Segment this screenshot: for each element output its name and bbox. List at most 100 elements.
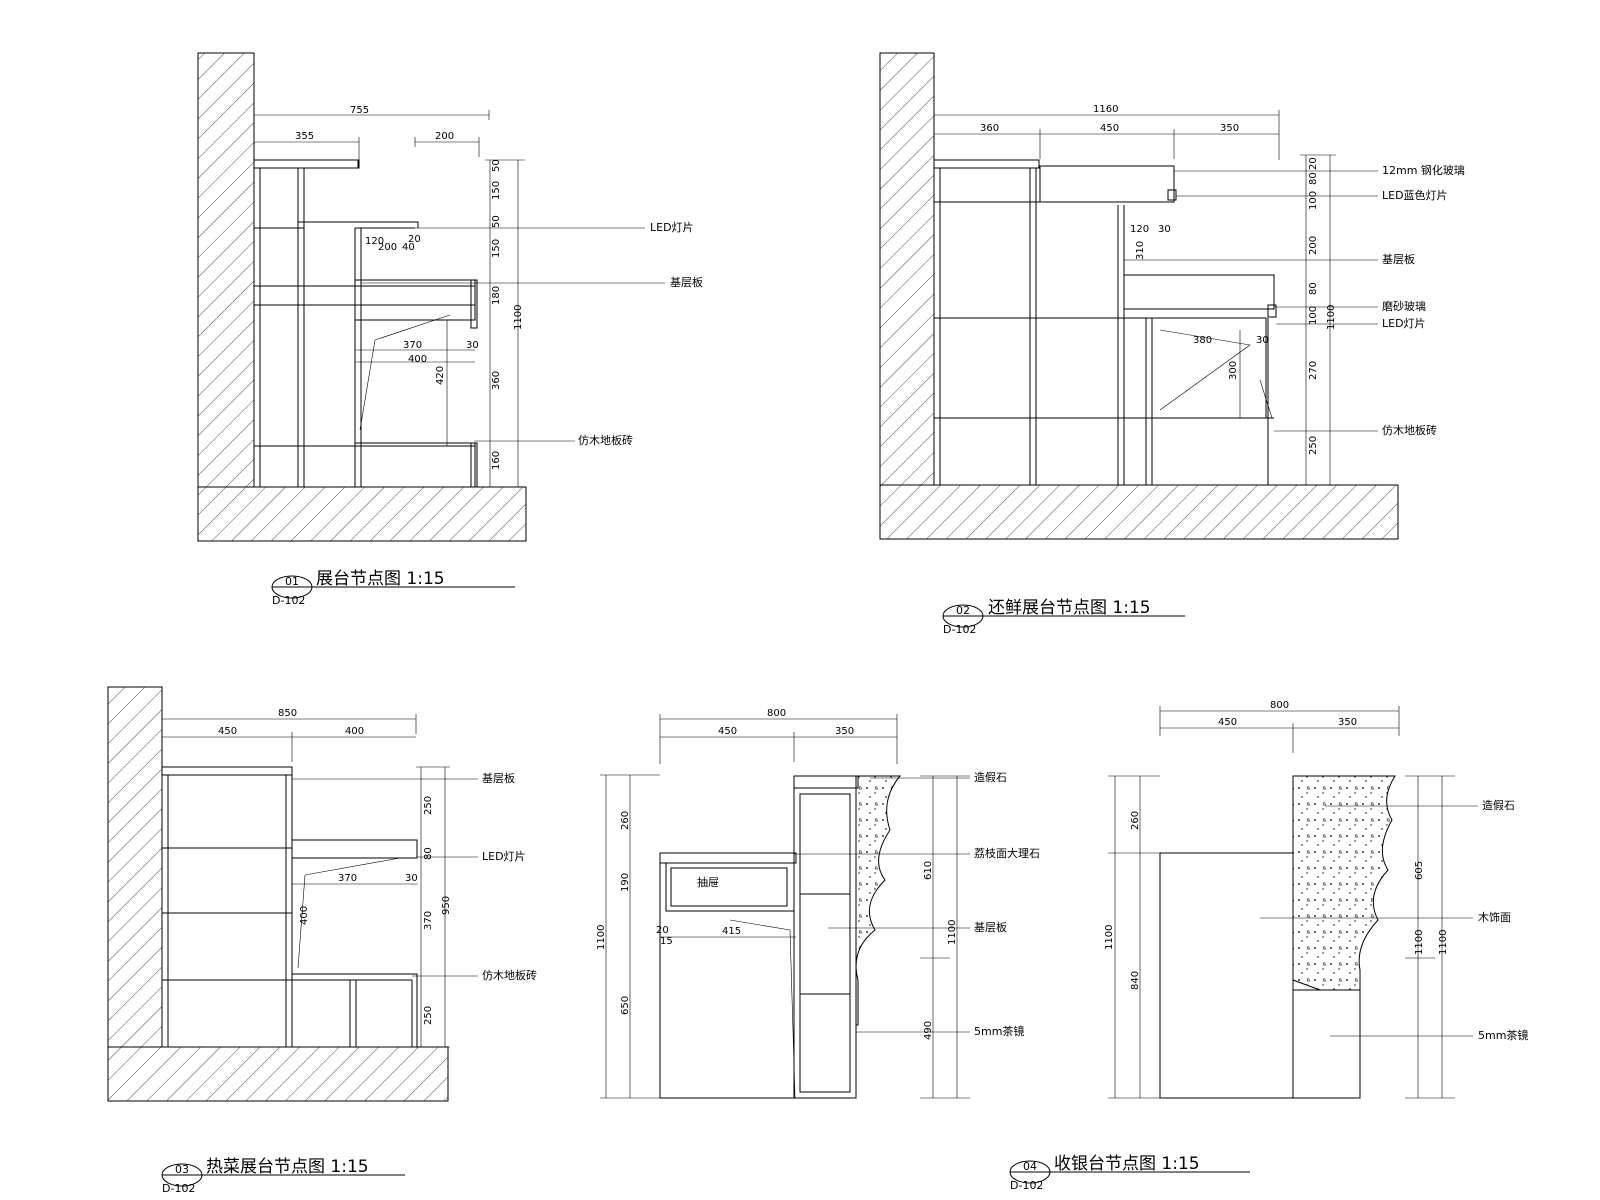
floor-hatch: [879, 484, 1399, 540]
label-marble: 荔枝面大理石: [974, 846, 1040, 860]
detail-title: 还鲜展台节点图 1:15: [988, 598, 1151, 618]
dim-b: 200: [435, 131, 454, 142]
dim-h1: 605: [1414, 861, 1425, 880]
label-base: 基层板: [974, 920, 1007, 934]
label-led: LED灯片: [482, 850, 526, 863]
display-stand-03: [161, 766, 418, 1048]
dim-v6: 360: [491, 371, 502, 390]
dim-a: 360: [980, 123, 999, 134]
floor-hatch: [197, 486, 527, 542]
dim-w2: 350: [835, 726, 854, 737]
title-block-02: 02 D-102 还鲜展台节点图 1:15: [942, 598, 1185, 636]
dim-w1: 450: [718, 726, 737, 737]
dim-h1: 400: [299, 906, 310, 925]
label-floor: 仿木地板砖: [578, 433, 633, 447]
dim-v3: 50: [491, 215, 502, 228]
dim-total: 850: [278, 708, 297, 719]
dim-vtot: 950: [441, 896, 452, 915]
dim-w3: 380: [1193, 335, 1212, 346]
dim-v1: 250: [423, 796, 434, 815]
detail-02: 1160 360 450 350 20 80 100 200 80 100 27…: [879, 52, 1465, 636]
dim-v5: 180: [491, 286, 502, 305]
detail-number: 02: [956, 604, 970, 617]
detail-01: 755 355 200 50 150 50 150 180 360 160 11…: [197, 52, 703, 607]
dim-b: 450: [1100, 123, 1119, 134]
dim-v2: 190: [620, 873, 631, 892]
dim-v1: 50: [491, 159, 502, 172]
dim-vtot: 1100: [596, 925, 607, 950]
label-base: 基层板: [670, 275, 703, 289]
dim-total: 1160: [1093, 104, 1118, 115]
dim-w2: 400: [408, 354, 427, 365]
drawer-label: 抽屉: [697, 875, 719, 889]
dimensions-04a: 800 450 350 260 190 650 1100 610 490 110…: [596, 708, 970, 1099]
detail-04-elevation: 800 450 350 260 840 1100 605 1100 1100 造…: [1009, 700, 1528, 1192]
wall-hatch: [107, 686, 163, 1048]
wall-hatch: [197, 52, 255, 488]
label-mirror2: 5mm茶镜: [1478, 1028, 1528, 1042]
dim-h1: 610: [923, 861, 934, 880]
dim-vtot: 1100: [1326, 305, 1337, 330]
detail-number: 01: [285, 575, 299, 588]
dim-v7: 270: [1308, 361, 1319, 380]
sheet-ref: D-102: [1010, 1179, 1043, 1192]
dim-w2: 350: [1338, 717, 1357, 728]
dim-v2: 840: [1130, 971, 1141, 990]
detail-title: 热菜展台节点图 1:15: [206, 1157, 369, 1177]
dim-w1: 450: [1218, 717, 1237, 728]
dim-v8: 250: [1308, 436, 1319, 455]
label-stone2: 造假石: [1482, 798, 1515, 812]
detail-number: 04: [1023, 1160, 1037, 1173]
dim-v2: 150: [491, 181, 502, 200]
dim-v6: 100: [1308, 306, 1319, 325]
dim-htot: 1100: [947, 920, 958, 945]
detail-number: 03: [175, 1163, 189, 1176]
dim-v4: 150: [491, 239, 502, 258]
dim-s2: 200: [378, 242, 397, 253]
dimensions-03: 850 450 400 250 80 370 250 950 370 30 40…: [161, 708, 452, 1048]
label-stone: 造假石: [974, 770, 1007, 784]
detail-04-section: 抽屉 800 450 350 260 190 650 1100 610 490 …: [596, 708, 1040, 1099]
dim-h1: 420: [435, 366, 446, 385]
cashier-counter-section: 抽屉: [659, 775, 902, 1099]
dim-w4: 20: [656, 925, 669, 936]
sheet-ref: D-102: [943, 623, 976, 636]
dim-w5: 15: [660, 936, 673, 947]
detail-03: 850 450 400 250 80 370 250 950 370 30 40…: [107, 686, 537, 1195]
dim-b: 400: [345, 726, 364, 737]
title-block-03: 03 D-102 热菜展台节点图 1:15: [161, 1157, 405, 1195]
dim-w1: 370: [338, 873, 357, 884]
dim-v7: 160: [491, 451, 502, 470]
sheet-ref: D-102: [162, 1182, 195, 1195]
dim-w2: 30: [405, 873, 418, 884]
display-stand-01: [253, 159, 479, 488]
dim-s1: 120: [365, 236, 384, 247]
label-led: LED灯片: [650, 221, 694, 234]
display-stand-02: [933, 159, 1277, 486]
dim-total: 800: [767, 708, 786, 719]
label-floor: 仿木地板砖: [1382, 423, 1437, 437]
dim-w1: 120: [1130, 224, 1149, 235]
dim-h2: 300: [1228, 361, 1239, 380]
dim-total: 755: [350, 105, 369, 116]
dim-v1: 260: [620, 811, 631, 830]
dim-v2: 80: [423, 847, 434, 860]
dim-total: 800: [1270, 700, 1289, 711]
detail-title: 展台节点图 1:15: [316, 569, 445, 589]
cashier-counter-elevation: [1159, 775, 1396, 1099]
sheet-ref: D-102: [272, 594, 305, 607]
dim-h1: 310: [1135, 241, 1146, 260]
dim-vtot: 1100: [513, 305, 524, 330]
dim-h2: 490: [923, 1021, 934, 1040]
dim-htot2: 1100: [1438, 930, 1449, 955]
label-wood: 木饰面: [1478, 910, 1511, 924]
label-base: 基层板: [482, 771, 515, 785]
dim-c: 350: [1220, 123, 1239, 134]
dim-v3: 100: [1308, 191, 1319, 210]
label-frosted: 磨砂玻璃: [1382, 299, 1426, 313]
dim-v5: 80: [1308, 282, 1319, 295]
dim-htot: 1100: [1414, 930, 1425, 955]
dim-v1: 260: [1130, 811, 1141, 830]
title-block-04: 04 D-102 收银台节点图 1:15: [1009, 1154, 1250, 1192]
